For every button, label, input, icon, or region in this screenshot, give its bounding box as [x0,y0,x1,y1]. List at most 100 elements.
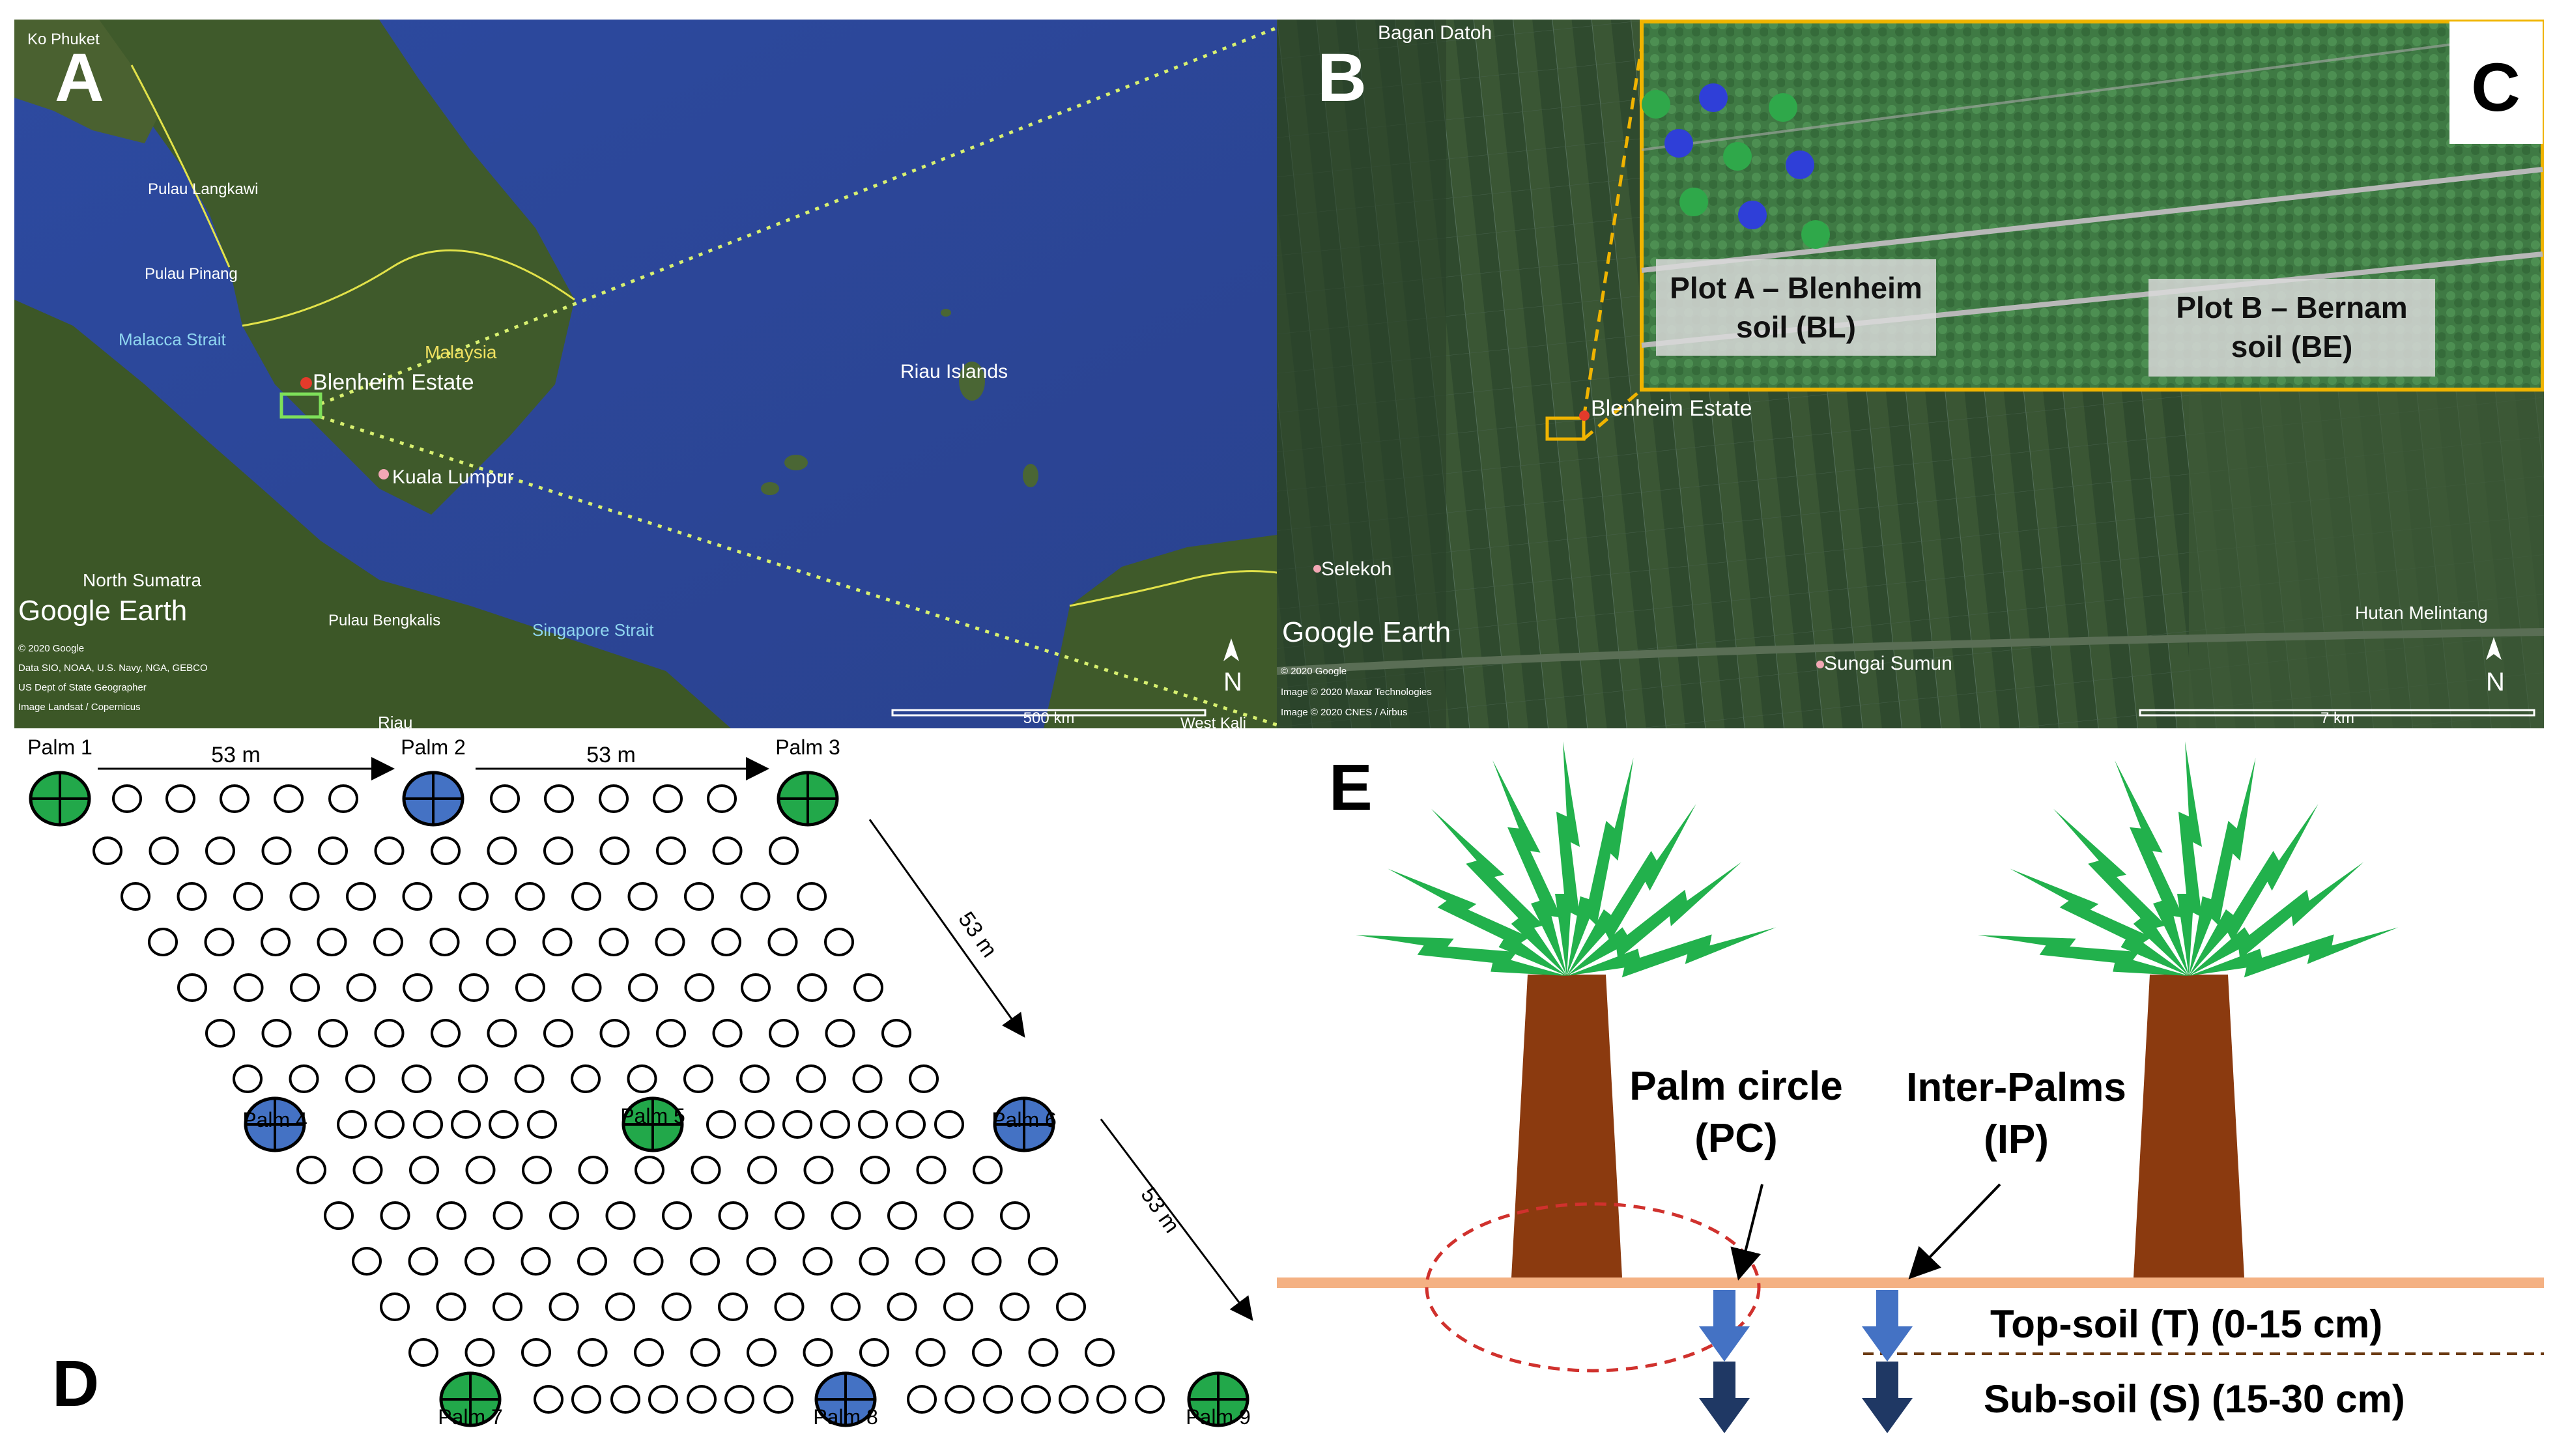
blenheim-marker [1579,410,1590,421]
unsampled-palm [408,1247,438,1276]
panel-e-letter: E [1329,751,1373,824]
unsampled-palm [1135,1385,1165,1414]
unsampled-palm [328,784,358,813]
unsampled-palm [296,1156,326,1184]
palm-frond [1567,927,1777,978]
unsampled-palm [261,1019,292,1048]
label-pulau-bengkalis: Pulau Bengkalis [328,612,440,629]
blenheim-marker [300,377,312,389]
unsampled-palm [402,882,433,911]
unsampled-palm [915,1338,946,1367]
borneo-coast [1044,534,1281,728]
zoom-line [320,415,1281,728]
border-line [130,64,231,268]
study-area-box [1545,416,1586,441]
unsampled-palm [409,1156,439,1184]
label-pulau-pinang: Pulau Pinang [145,265,238,283]
panel-a-map: A Ko Phuket Pulau Langkawi Pulau Pinang … [14,20,1281,728]
palm-frond [2053,808,2189,976]
plot-a-label: Plot A – Blenheim [1670,271,1922,305]
small-island [1023,464,1038,487]
unsampled-palm [487,836,517,865]
unsampled-palm [464,1247,494,1276]
unsampled-palm [318,1019,348,1048]
unsampled-palm [825,1019,855,1048]
unsampled-palm [261,836,292,865]
unsampled-palm [718,1201,749,1230]
label-west-kali: West Kali [1180,715,1246,728]
label-bagan-datoh: Bagan Datoh [1378,22,1492,44]
inter-palms-label: Inter-Palms [1906,1065,2126,1110]
google-earth-logo: Google Earth [1282,616,1451,648]
unsampled-palm [747,1338,777,1367]
credit-line: © 2020 Google [18,643,84,654]
unsampled-palm [887,1201,917,1230]
unsampled-palm [465,1156,496,1184]
palm-tree [1977,741,2399,1278]
north-label: N [2486,668,2505,696]
unsampled-palm [489,1110,519,1139]
panel-e-sampling: E Palm circle (PC) Inter-Palms (IP) Top-… [1277,728,2555,1456]
scale-bar [2139,709,2535,717]
unsampled-palm [707,784,737,813]
zoom-line [1582,45,1644,419]
unsampled-palm [690,1247,720,1276]
credit-line: Image © 2020 Maxar Technologies [1281,687,1432,698]
unsampled-palm [121,882,150,911]
distance-arrow [1100,1119,1253,1321]
unsampled-palm [896,1110,926,1139]
unsampled-palm [490,784,520,813]
label-hutan-melintang: Hutan Melintang [2355,603,2488,623]
unsampled-palm [712,836,743,865]
unsampled-palm [859,1338,889,1367]
unsampled-palm [943,1292,973,1321]
unsampled-palm [375,1110,405,1139]
palm-frond [1977,935,2189,976]
credit-line: Data SIO, NOAA, U.S. Navy, NGA, GEBCO [18,663,208,674]
unsampled-palm [853,973,883,1002]
unsampled-palm [345,1064,375,1093]
unsampled-palm [148,928,178,956]
unsampled-palm [633,1247,664,1276]
unsampled-palm [661,1292,692,1321]
label-selekoh: Selekoh [1321,558,1392,580]
unsampled-palm [571,1064,601,1093]
unsampled-palm [824,928,854,956]
unsampled-palm [739,1064,770,1093]
unsampled-palm [261,928,291,956]
unsampled-palm [796,1064,826,1093]
sample-dot [1801,220,1830,249]
unsampled-palm [549,1201,579,1230]
unsampled-palm [648,1385,678,1414]
label-malaysia: Malaysia [425,342,497,362]
ip-sample-arrow [1862,1290,1913,1433]
unsampled-palm [527,1110,557,1139]
unsampled-palm [745,1110,775,1139]
unsampled-palm [687,1385,717,1414]
unsampled-palm [290,973,320,1002]
unsampled-palm [599,928,629,956]
unsampled-palm [177,882,207,911]
panel-b-letter: B [1317,40,1367,116]
palm-trees [1355,741,2399,1278]
kuala-lumpur-marker [378,469,389,479]
ground-surface [1277,1278,2544,1288]
unsampled-palm [274,784,304,813]
unsampled-palm [831,1201,861,1230]
unsampled-palm [915,1247,945,1276]
unsampled-palm [380,1292,410,1321]
unsampled-palm [741,973,771,1002]
sample-dot [1786,150,1814,179]
unsampled-palm [1085,1338,1115,1367]
sumatra-island [14,300,731,728]
panel-a-svg: A Ko Phuket Pulau Langkawi Pulau Pinang … [14,20,1281,728]
distance-label: 53 m [211,743,261,767]
label-pulau-langkawi: Pulau Langkawi [148,180,258,198]
unsampled-palm [769,836,799,865]
unsampled-palm [112,784,142,813]
unsampled-palm [881,1019,911,1048]
unsampled-palm [515,973,545,1002]
distance-arrow [868,819,1025,1038]
panel-c-letter-box [2449,21,2543,144]
unsampled-palm [380,1201,410,1230]
